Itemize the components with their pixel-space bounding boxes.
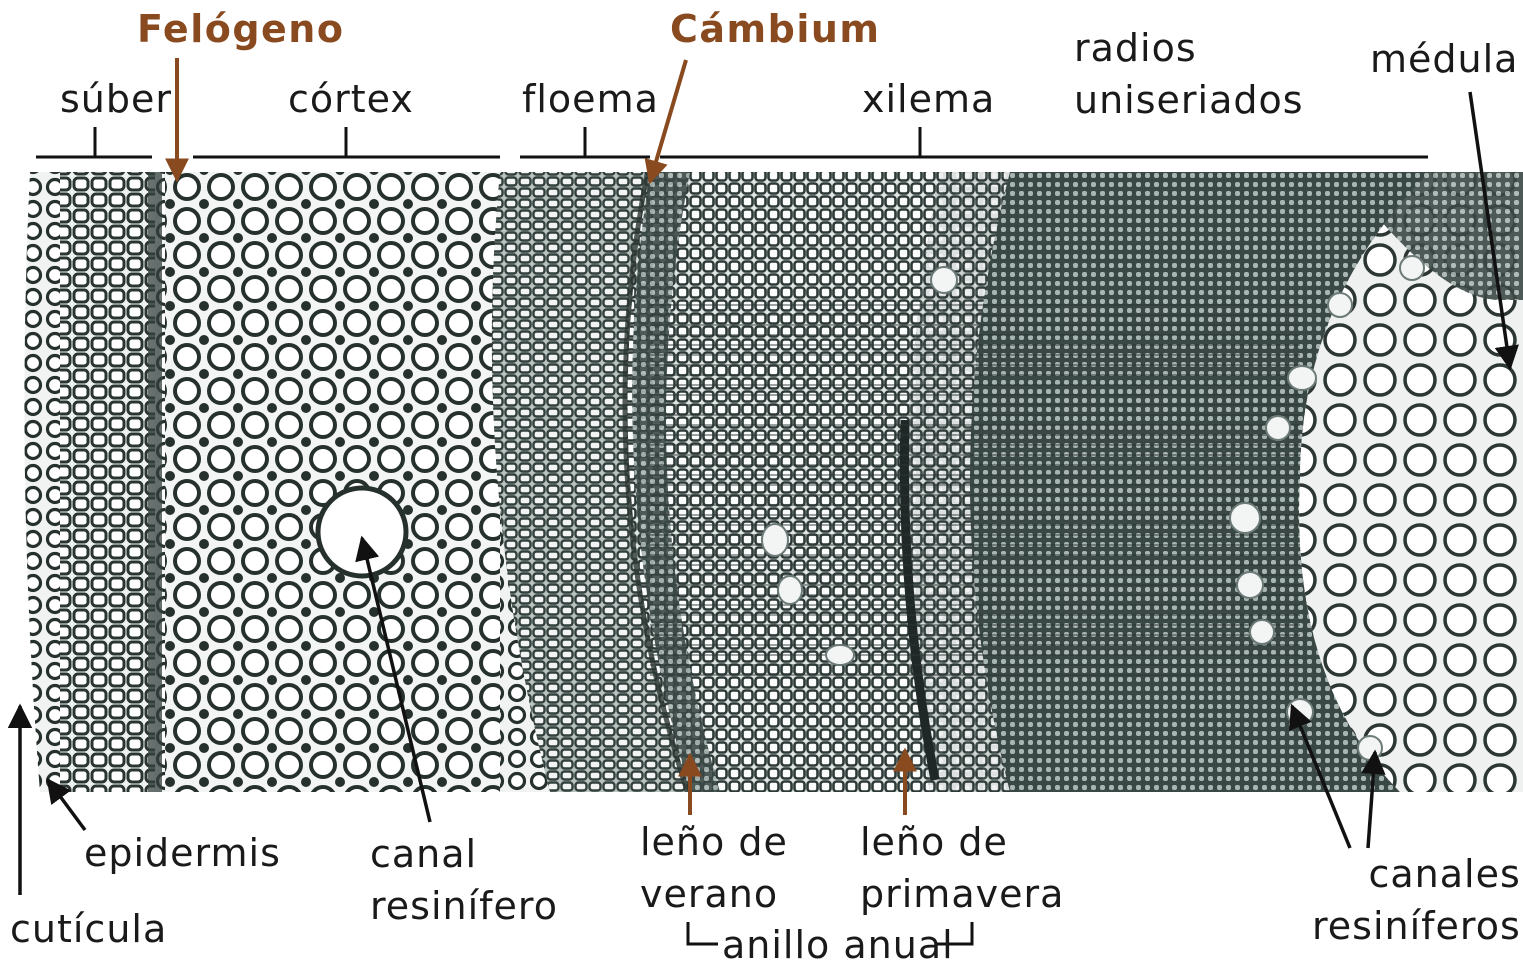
felogeno-layer [148,172,162,792]
canales-label-line2: resiníferos [1312,904,1521,948]
label-arrows [7,91,1519,895]
pith-tissue [1299,172,1523,792]
primavera-label-line1: leño de [860,820,1008,864]
cortex-resin-canal [315,485,409,579]
medula-label: médula [1370,37,1519,81]
tissue-micrograph [24,172,1523,792]
canales-label-line1: canales [1368,852,1521,896]
canales-resiniferos-label: canales resiníferos [1312,848,1521,952]
canal-resinifero-label: canal resinífero [370,828,558,932]
annual-ring-bracket [686,922,974,946]
floema-label: floema [522,77,659,121]
radios-label-line1: radios [1074,26,1197,70]
highlight-arrows [165,58,917,815]
suber-label: súber [60,77,173,121]
leno-primavera-label: leño de primavera [860,816,1064,920]
cuticula-label: cutícula [10,907,168,951]
radios-uniseriados-label: radios uniseriados [1074,22,1304,126]
xilema-label: xilema [862,77,996,121]
cortex-label: córtex [288,77,414,121]
canal-label-line1: canal [370,832,478,876]
felogeno-label: Felógeno [137,7,345,51]
verano-label-line2: verano [640,872,779,916]
primavera-label-line2: primavera [860,872,1065,916]
xylem-resin-canals [761,255,1425,761]
canal-label-line2: resinífero [370,884,558,928]
suber-tissue [60,172,155,792]
region-brackets [36,127,1428,159]
radios-label-line2: uniseriados [1074,78,1304,122]
phloem-tissue [491,172,690,792]
anillo-anual-label: anillo anual [722,923,954,967]
cortex-tissue [165,172,500,792]
cambium-label: Cámbium [670,7,881,51]
epidermis-label: epidermis [84,831,281,875]
leno-verano-label: leño de verano [640,816,788,920]
verano-label-line1: leño de [640,820,788,864]
